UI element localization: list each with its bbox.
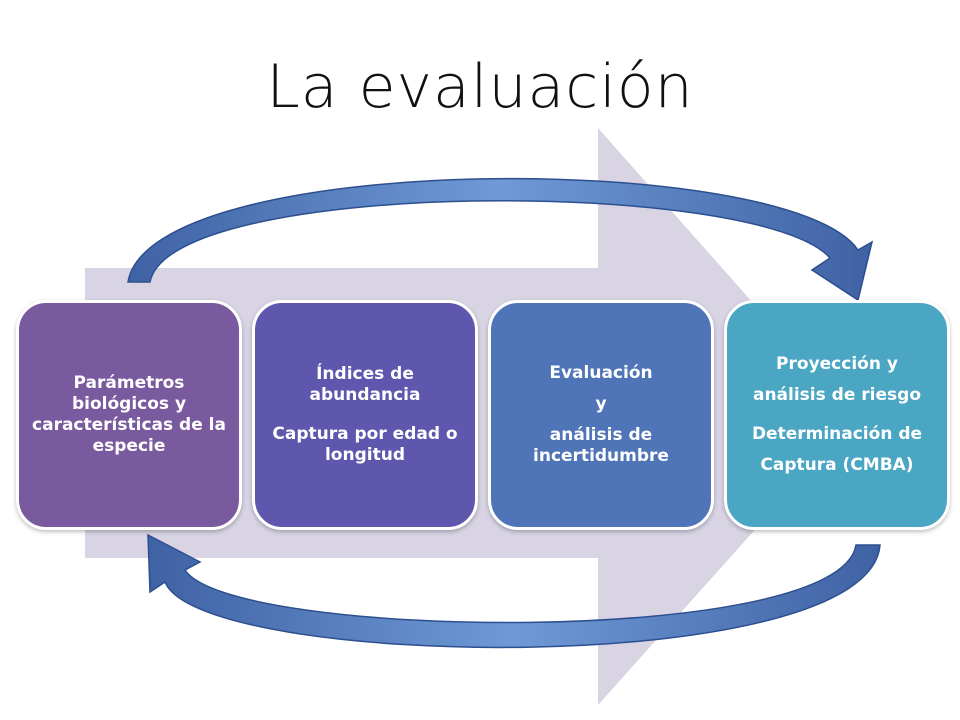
step-3-text-1: Evaluación	[549, 363, 653, 383]
step-4-text-1: Proyección y	[776, 354, 898, 374]
step-3-text-3: análisis de incertidumbre	[533, 425, 669, 466]
step-3-box: Evaluación y análisis de incertidumbre	[488, 300, 714, 530]
step-2-text-1: Índices de abundancia	[309, 364, 421, 405]
step-1-box: Parámetros biológicos y características …	[16, 300, 242, 530]
step-4-text-3: Determinación de	[751, 424, 923, 444]
step-4-text-4: Captura (CMBA)	[760, 455, 914, 475]
step-3-text-2: y	[595, 394, 607, 414]
step-2-box: Índices de abundancia Captura por edad o…	[252, 300, 478, 530]
step-2-text-2: Captura por edad o longitud	[272, 424, 458, 465]
step-4-text-2: análisis de riesgo	[752, 385, 921, 405]
step-4-box: Proyección y análisis de riesgo Determin…	[724, 300, 950, 530]
step-1-text: Parámetros biológicos y características …	[32, 373, 226, 456]
slide-title: La evaluación	[266, 52, 694, 122]
bottom-loop-arrow	[147, 533, 881, 649]
